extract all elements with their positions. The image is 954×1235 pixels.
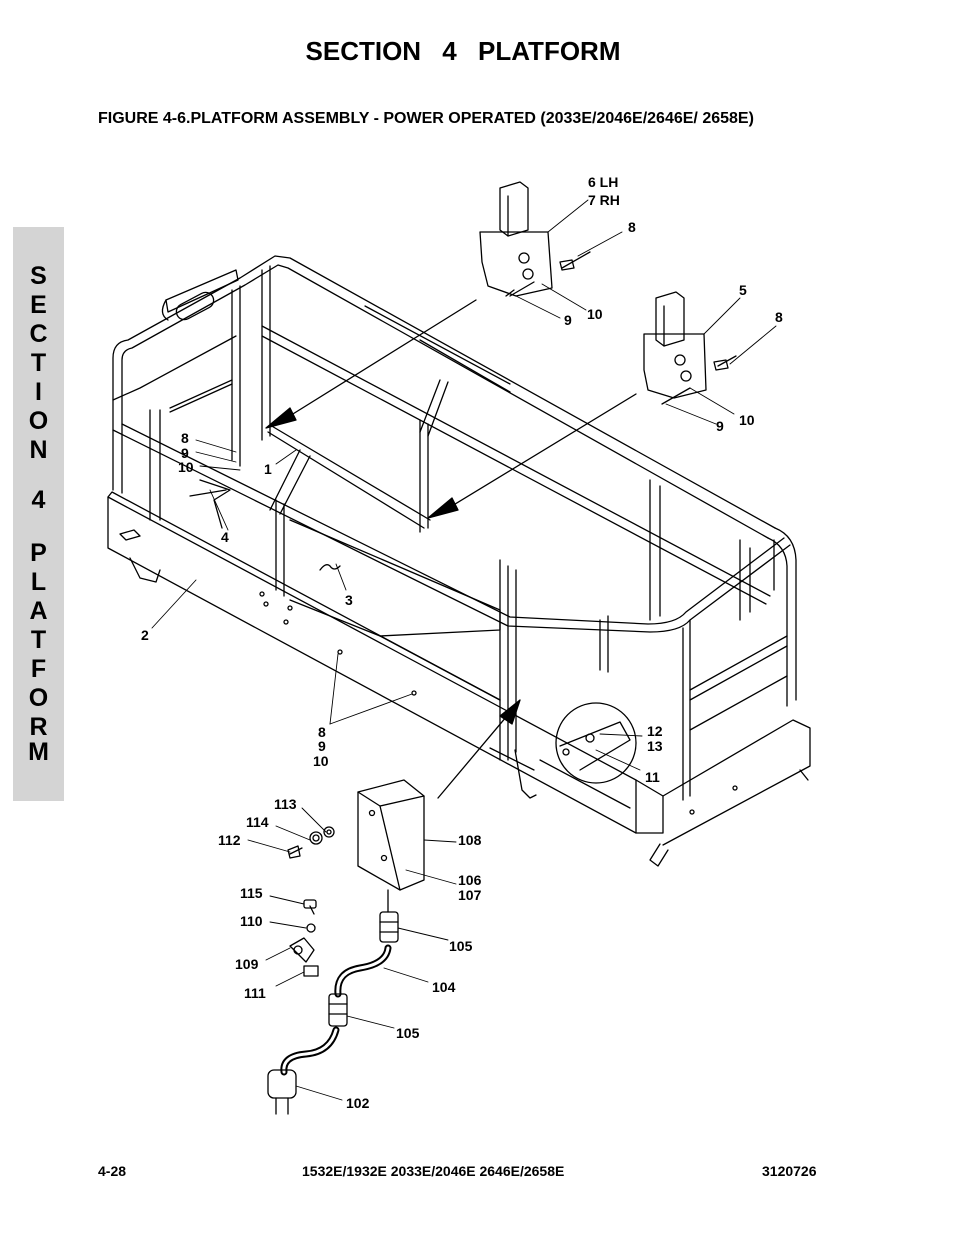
callout-4: 4 (221, 529, 229, 545)
callout-114: 114 (246, 814, 269, 830)
side-tab-letter: A (29, 597, 48, 625)
side-tab-letter: T (30, 349, 47, 377)
callout-111: 111 (244, 985, 266, 1001)
callout-10: 10 (739, 412, 755, 428)
callout-3: 3 (345, 592, 353, 608)
callout-2: 2 (141, 627, 149, 643)
side-tab-letter: F (30, 655, 47, 683)
callout-9: 9 (318, 738, 326, 754)
callout-108: 108 (458, 832, 482, 848)
callout-1: 1 (264, 461, 272, 477)
side-tab-letter: E (30, 291, 47, 319)
callout-6lh: 6 LH (588, 174, 618, 190)
side-tab-letter: P (30, 539, 47, 567)
callout-13: 13 (647, 738, 663, 754)
side-tab-letter: O (28, 407, 49, 435)
callout-107: 107 (458, 887, 482, 903)
side-tab-letter: O (28, 684, 49, 712)
side-tab-letter: L (30, 568, 47, 596)
railing-frame (112, 255, 797, 801)
leader-lines (151, 199, 777, 1101)
callout-115: 115 (240, 885, 263, 901)
side-tab-letter: 4 (31, 486, 46, 514)
footer-doc-number: 3120726 (762, 1163, 817, 1179)
callout-8: 8 (628, 219, 636, 235)
footer-page-number: 4-28 (98, 1163, 127, 1179)
callout-10: 10 (178, 459, 194, 475)
side-tab-letter: N (29, 436, 48, 464)
callout-110: 110 (240, 913, 263, 929)
callout-109: 109 (235, 956, 259, 972)
cable-assembly (267, 899, 392, 1115)
callout-8: 8 (775, 309, 783, 325)
side-tab-letter: T (30, 626, 47, 654)
platform-base (107, 491, 811, 867)
callout-12: 12 (647, 723, 663, 739)
callout-113: 113 (274, 796, 297, 812)
callout-11: 11 (645, 769, 660, 785)
detail-magnifier (555, 702, 637, 784)
callout-10: 10 (587, 306, 603, 322)
callout-106: 106 (458, 872, 482, 888)
footer-models: 1532E/1932E 2033E/2046E 2646E/2658E (302, 1163, 565, 1179)
callout-5: 5 (739, 282, 747, 298)
figure-title: FIGURE 4-6.PLATFORM ASSEMBLY - POWER OPE… (98, 110, 754, 127)
callout-7rh: 7 RH (588, 192, 620, 208)
callout-8: 8 (318, 724, 326, 740)
side-tab-letter: R (29, 713, 48, 741)
side-tab-letter: M (28, 738, 49, 766)
bracket-assembly-lh-rh (479, 181, 591, 297)
callout-labels: 6 LH 7 RH 8 9 10 5 8 9 10 8 9 10 1 4 3 2… (141, 174, 783, 1111)
callout-9: 9 (716, 418, 724, 434)
arrow-indicators (265, 299, 637, 799)
callout-104: 104 (432, 979, 456, 995)
callout-10: 10 (313, 753, 329, 769)
callout-102: 102 (346, 1095, 370, 1111)
callout-112: 112 (218, 832, 241, 848)
side-tab-letter: C (29, 320, 48, 348)
section-side-tab: S E C T I O N 4 P L A T F O R M (13, 227, 64, 801)
callout-8: 8 (181, 430, 189, 446)
side-tab-letter: S (30, 262, 47, 290)
callout-105: 105 (449, 938, 473, 954)
control-box-assembly (287, 779, 425, 943)
callout-105: 105 (396, 1025, 420, 1041)
callout-9: 9 (181, 445, 189, 461)
bracket-assembly-5 (643, 291, 737, 405)
callout-9: 9 (564, 312, 572, 328)
section-title: SECTION 4 PLATFORM (305, 36, 621, 66)
side-tab-letter: I (35, 378, 42, 406)
